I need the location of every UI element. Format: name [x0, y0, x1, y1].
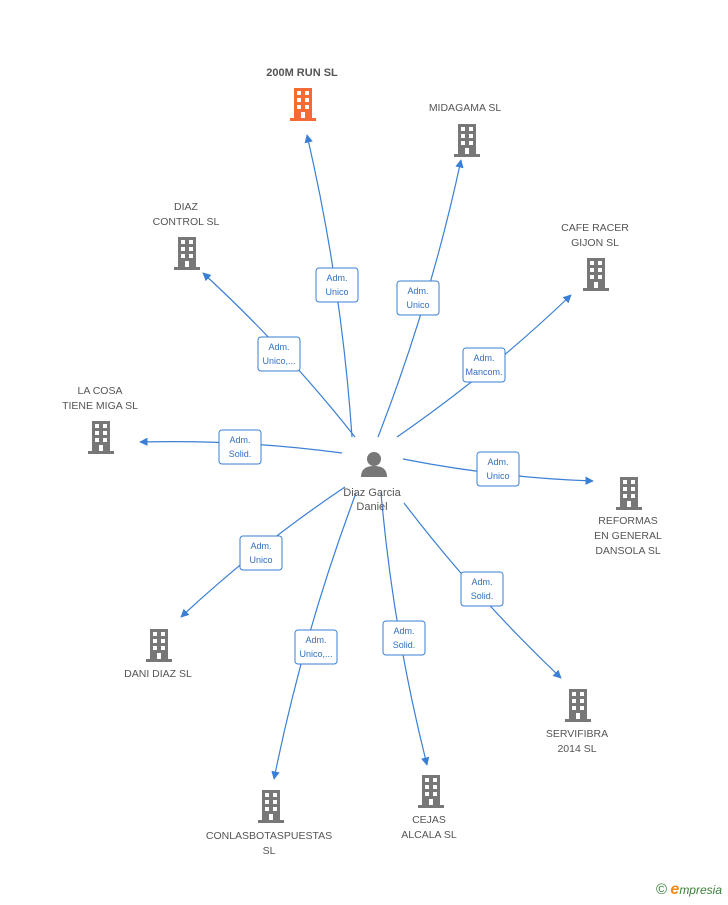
center-person-node[interactable]: Diaz Garcia Daniel — [343, 452, 402, 513]
building-icon — [258, 790, 284, 823]
role-label-box — [294, 629, 338, 665]
company-node-dani-diaz[interactable]: DANI DIAZ SL — [124, 629, 192, 680]
building-icon — [616, 477, 642, 510]
role-label-box — [460, 571, 504, 607]
role-label-line: Adm. — [250, 541, 271, 551]
role-label-reformas[interactable]: Adm. Unico — [476, 451, 520, 487]
role-label-line: Adm. — [407, 286, 428, 296]
role-label-box — [218, 429, 262, 465]
role-label-line: Mancom. — [465, 367, 502, 377]
role-label-line: Adm. — [305, 635, 326, 645]
role-label-line: Unico — [325, 287, 348, 297]
person-icon — [361, 452, 387, 477]
person-name-line-1: Diaz Garcia — [343, 487, 401, 499]
role-label-line: Unico,... — [262, 356, 295, 366]
company-name-line: REFORMAS — [598, 515, 658, 527]
role-label-line: Solid. — [393, 640, 416, 650]
role-label-line: Adm. — [471, 577, 492, 587]
role-label-la-cosa[interactable]: Adm. Solid. — [218, 429, 262, 465]
company-node-reformas[interactable]: REFORMAS EN GENERAL DANSOLA SL — [594, 477, 662, 557]
company-name-line: DANI DIAZ SL — [124, 668, 192, 680]
person-name-line-2: Daniel — [356, 501, 387, 513]
building-icon — [290, 88, 316, 121]
role-label-line: Solid. — [471, 591, 494, 601]
company-name-line: TIENE MIGA SL — [62, 400, 138, 412]
role-label-line: Unico — [406, 300, 429, 310]
building-icon — [174, 237, 200, 270]
role-label-line: Adm. — [473, 353, 494, 363]
building-icon — [454, 124, 480, 157]
company-node-la-cosa[interactable]: LA COSA TIENE MIGA SL — [62, 385, 138, 454]
company-name-line: GIJON SL — [571, 237, 619, 249]
role-label-dani-diaz[interactable]: Adm. Unico — [239, 535, 283, 571]
company-name-line: 200M RUN SL — [266, 67, 338, 79]
building-icon — [418, 775, 444, 808]
role-label-cejas[interactable]: Adm. Solid. — [382, 620, 426, 656]
company-node-diaz-control[interactable]: DIAZ CONTROL SL — [153, 201, 220, 270]
copyright-symbol: © — [656, 881, 668, 898]
role-label-line: Adm. — [229, 435, 250, 445]
building-icon — [88, 421, 114, 454]
company-name-line: CONLASBOTASPUESTAS — [206, 830, 332, 842]
brand-initial: e — [670, 881, 680, 898]
role-label-servifibra[interactable]: Adm. Solid. — [460, 571, 504, 607]
company-name-line: LA COSA — [78, 385, 123, 397]
building-icon — [583, 258, 609, 291]
company-name-line: MIDAGAMA SL — [429, 102, 502, 114]
role-label-line: Adm. — [487, 457, 508, 467]
company-node-midagama[interactable]: MIDAGAMA SL — [429, 102, 502, 157]
role-label-box — [462, 347, 506, 383]
role-label-box — [257, 336, 301, 372]
company-name-line: 2014 SL — [557, 743, 596, 755]
building-icon — [565, 689, 591, 722]
role-label-200m-run[interactable]: Adm. Unico — [315, 267, 359, 303]
company-name-line: CAFE RACER — [561, 222, 629, 234]
building-icon — [146, 629, 172, 662]
role-label-line: Adm. — [393, 626, 414, 636]
company-name-line: SL — [263, 845, 276, 857]
company-name-line: CONTROL SL — [153, 216, 220, 228]
role-label-midagama[interactable]: Adm. Unico — [396, 280, 440, 316]
brand-name: mpresia — [679, 883, 722, 897]
role-label-line: Solid. — [229, 449, 252, 459]
role-label-diaz-control[interactable]: Adm. Unico,... — [257, 336, 301, 372]
role-label-cafe-racer[interactable]: Adm. Mancom. — [462, 347, 506, 383]
company-name-line: CEJAS — [412, 814, 446, 826]
role-label-line: Unico — [486, 471, 509, 481]
role-label-line: Unico,... — [299, 649, 332, 659]
role-label-conlasbotas[interactable]: Adm. Unico,... — [294, 629, 338, 665]
company-node-cejas[interactable]: CEJAS ALCALA SL — [401, 775, 457, 841]
company-name-line: DIAZ — [174, 201, 199, 213]
role-label-line: Unico — [249, 555, 272, 565]
role-label-box — [476, 451, 520, 487]
role-label-box — [396, 280, 440, 316]
empresia-logo: © empresia — [656, 881, 722, 899]
role-label-box — [239, 535, 283, 571]
company-node-cafe-racer[interactable]: CAFE RACER GIJON SL — [561, 222, 629, 291]
company-name-line: ALCALA SL — [401, 829, 457, 841]
company-name-line: DANSOLA SL — [595, 545, 661, 557]
role-label-box — [382, 620, 426, 656]
role-label-line: Adm. — [268, 342, 289, 352]
company-node-conlasbotas[interactable]: CONLASBOTASPUESTAS SL — [206, 790, 332, 857]
company-name-line: SERVIFIBRA — [546, 728, 608, 740]
role-label-line: Adm. — [326, 273, 347, 283]
company-node-servifibra[interactable]: SERVIFIBRA 2014 SL — [546, 689, 608, 755]
company-node-200m-run[interactable]: 200M RUN SL — [266, 67, 338, 121]
company-name-line: EN GENERAL — [594, 530, 662, 542]
role-label-box — [315, 267, 359, 303]
